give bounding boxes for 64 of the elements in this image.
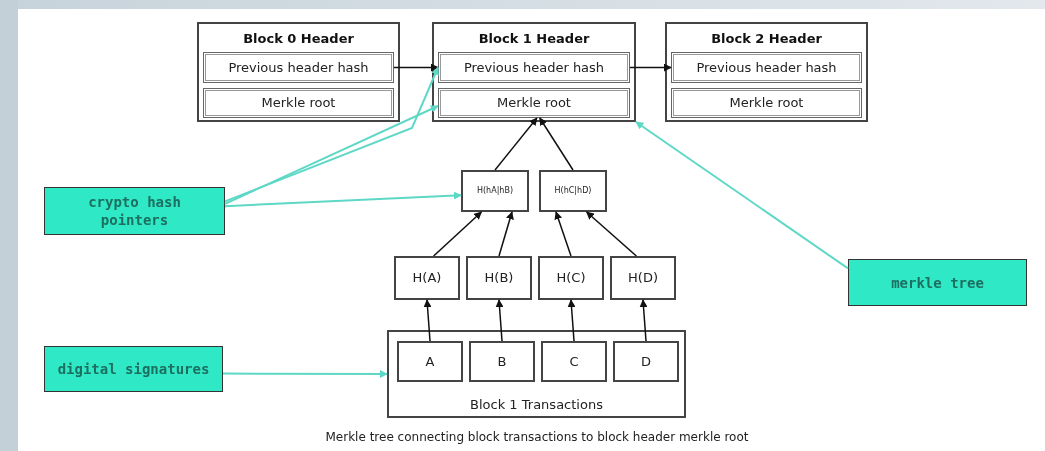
- callout-box: [848, 259, 1027, 306]
- tree-node-box: [610, 256, 676, 300]
- hash-node-box: [539, 170, 607, 212]
- node-label: B: [497, 352, 507, 371]
- header-field-box: [203, 52, 394, 83]
- arrow: [423, 299, 432, 342]
- node-label: Merkle root: [261, 94, 336, 113]
- header-field-box: [438, 88, 630, 118]
- callout-label: crypto hash pointers: [87, 193, 182, 229]
- pointer-arrow: [222, 370, 388, 378]
- callout-label: merkle tree: [890, 273, 985, 292]
- node-label: Block 1 Header: [478, 30, 590, 48]
- node-label: H(hC|hD): [554, 185, 592, 197]
- node-label: Block 0 Header: [243, 30, 354, 48]
- node-label: Block 2 Header: [711, 30, 822, 48]
- arrow: [494, 117, 538, 171]
- pointer-arrow: [635, 121, 849, 270]
- callout-label: digital signatures: [56, 360, 211, 378]
- header-field-box: [438, 52, 630, 83]
- pointer-arrow: [224, 105, 439, 205]
- node-label: H(B): [484, 269, 514, 288]
- node-label: Merkle root: [729, 94, 804, 113]
- callout-box: [44, 346, 223, 392]
- node-label: A: [425, 352, 435, 371]
- tree-node-box: [397, 341, 463, 382]
- arrow: [432, 211, 483, 257]
- node-label: Previous header hash: [696, 58, 837, 77]
- header-field-box: [671, 52, 862, 83]
- arrow: [498, 211, 514, 257]
- node-label: Previous header hash: [463, 58, 605, 77]
- tree-node-box: [469, 341, 535, 382]
- node-label: Block 1 Transactions: [470, 395, 603, 414]
- block-header-box: [665, 22, 868, 122]
- header-field-box: [203, 88, 394, 118]
- arrow: [585, 211, 638, 257]
- arrow: [567, 299, 576, 342]
- node-label: D: [641, 352, 651, 371]
- arrow: [495, 299, 504, 342]
- tree-node-box: [394, 256, 460, 300]
- arrow: [393, 63, 439, 72]
- tree-node-box: [541, 341, 607, 382]
- tree-node-box: [613, 341, 679, 382]
- arrow: [629, 63, 672, 72]
- node-label: H(A): [412, 269, 442, 288]
- pointer-arrow: [224, 66, 439, 203]
- arrow: [539, 117, 574, 171]
- block-header-box: [197, 22, 400, 122]
- header-field-box: [671, 88, 862, 118]
- arrow: [554, 211, 572, 257]
- node-label: C: [569, 352, 579, 371]
- transactions-container: [387, 330, 686, 418]
- callout-box: [44, 187, 225, 235]
- arrow: [639, 299, 648, 342]
- node-label: H(D): [628, 269, 658, 288]
- node-label: Previous header hash: [228, 58, 369, 77]
- node-label: H(hA|hB): [476, 185, 514, 197]
- tree-node-box: [538, 256, 604, 300]
- caption: Merkle tree connecting block transactions to block header merkle root: [324, 429, 750, 446]
- node-label: H(C): [556, 269, 586, 288]
- node-label: Merkle root: [497, 94, 571, 113]
- block-header-box: [432, 22, 636, 122]
- tree-node-box: [466, 256, 532, 300]
- hash-node-box: [461, 170, 529, 212]
- pointer-arrow: [224, 191, 462, 208]
